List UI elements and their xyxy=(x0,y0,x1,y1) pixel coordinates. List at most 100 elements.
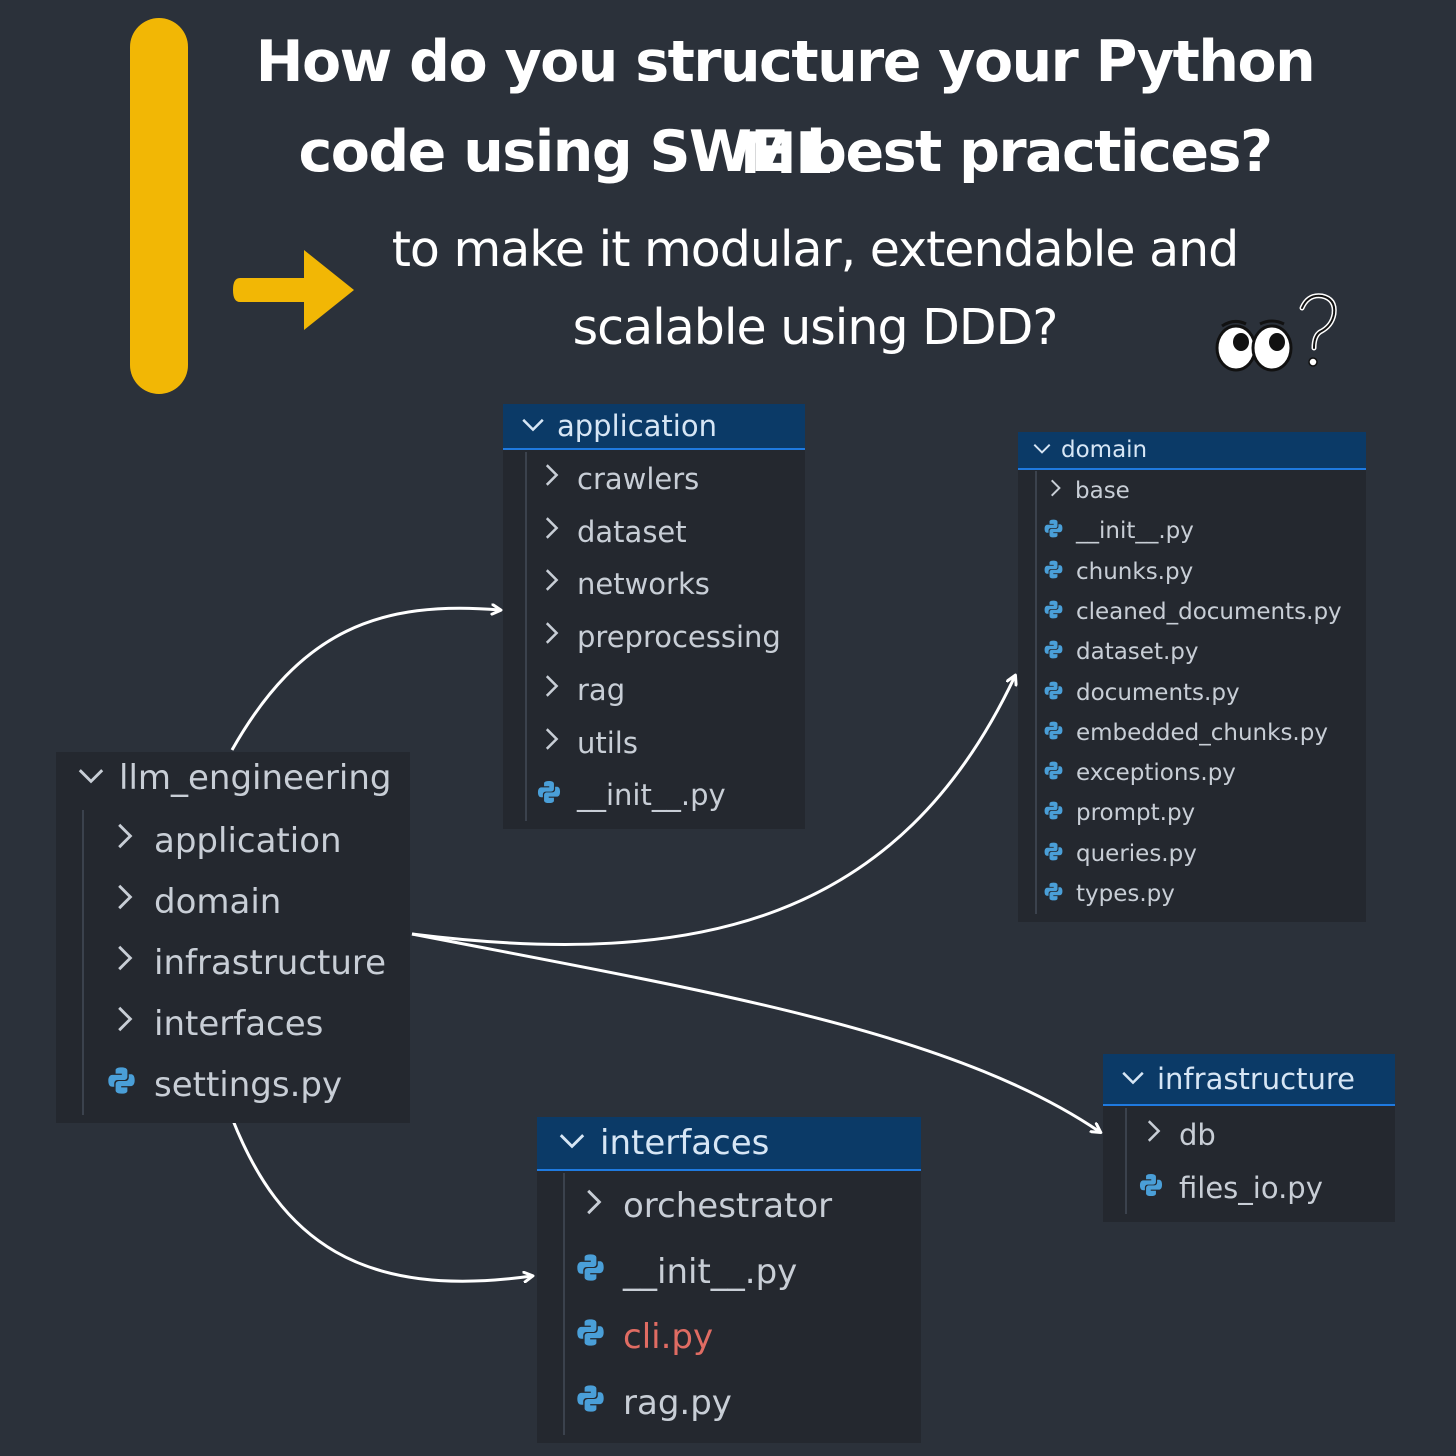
tree-panel-application: application crawlers dataset networks prepro… xyxy=(503,404,805,829)
tree-file-item[interactable]: __init__.py xyxy=(537,768,726,821)
chevron-right-icon xyxy=(537,619,565,654)
tree-file-item[interactable]: documents.py xyxy=(1044,673,1240,713)
tree-item-label: application xyxy=(154,820,342,861)
tree-item-label: rag.py xyxy=(623,1383,732,1423)
chevron-down-icon xyxy=(1119,1063,1147,1098)
tree-file-item[interactable]: chunks.py xyxy=(1044,552,1193,592)
tree-folder-application-header[interactable]: application xyxy=(503,404,805,450)
chevron-right-icon xyxy=(1139,1117,1167,1152)
tree-folder-domain-header[interactable]: domain xyxy=(1018,432,1366,470)
tree-indent-guide xyxy=(525,452,527,821)
tree-item-label: dataset xyxy=(577,514,687,549)
tree-folder-item[interactable]: rag xyxy=(537,663,625,716)
tree-folder-root-header[interactable]: llm_engineering xyxy=(56,752,410,804)
tree-folder-item[interactable]: dataset xyxy=(537,505,687,558)
tree-item-label: embedded_chunks.py xyxy=(1076,720,1328,746)
python-file-icon xyxy=(1043,639,1064,666)
tree-item-label: dataset.py xyxy=(1076,639,1199,665)
python-file-icon xyxy=(1043,599,1064,626)
tree-item-label: utils xyxy=(577,725,638,760)
tree-item-label: queries.py xyxy=(1076,841,1197,867)
chevron-right-icon xyxy=(108,942,140,983)
tree-folder-item[interactable]: base xyxy=(1044,471,1130,511)
tree-indent-guide xyxy=(82,810,84,1115)
tree-file-item[interactable]: queries.py xyxy=(1044,834,1197,874)
tree-folder-item[interactable]: application xyxy=(108,810,342,871)
tree-file-item[interactable]: types.py xyxy=(1044,874,1175,914)
tree-folder-item[interactable]: interfaces xyxy=(108,993,323,1054)
tree-folder-name: domain xyxy=(1061,437,1148,463)
tree-indent-guide xyxy=(1125,1108,1127,1214)
chevron-right-icon xyxy=(537,461,565,496)
tree-item-label: base xyxy=(1075,478,1130,504)
tree-file-item[interactable]: dataset.py xyxy=(1044,632,1198,672)
tree-item-label: cli.py xyxy=(623,1317,714,1357)
python-file-icon xyxy=(1043,518,1064,545)
subtitle-line-2: scalable using DDD? xyxy=(572,299,1059,356)
tree-folder-item[interactable]: utils xyxy=(537,716,638,769)
tree-file-item[interactable]: __init__.py xyxy=(577,1239,797,1305)
chevron-right-icon xyxy=(537,725,565,760)
eyes-question-icon xyxy=(1215,293,1337,372)
python-file-icon xyxy=(1043,800,1064,827)
tree-file-item[interactable]: settings.py xyxy=(108,1054,342,1115)
chevron-down-icon xyxy=(1031,437,1053,465)
tree-item-label: types.py xyxy=(1076,881,1175,907)
tree-item-label: crawlers xyxy=(577,461,700,496)
tree-folder-name: interfaces xyxy=(600,1123,770,1163)
tree-folder-item[interactable]: domain xyxy=(108,871,281,932)
tree-item-label: domain xyxy=(154,881,282,922)
tree-folder-item[interactable]: preprocessing xyxy=(537,610,781,663)
tree-folder-item[interactable]: crawlers xyxy=(537,452,699,505)
tree-file-item[interactable]: cli.py xyxy=(577,1304,713,1370)
tree-file-item[interactable]: embedded_chunks.py xyxy=(1044,713,1328,753)
python-file-icon xyxy=(1043,680,1064,707)
tree-file-item[interactable]: cleaned_documents.py xyxy=(1044,592,1342,632)
python-file-icon xyxy=(575,1317,606,1357)
tree-file-item[interactable]: __init__.py xyxy=(1044,511,1194,551)
python-file-icon xyxy=(106,1065,137,1105)
tree-item-label: settings.py xyxy=(154,1064,343,1105)
chevron-right-icon xyxy=(108,820,140,861)
python-file-icon xyxy=(1043,760,1064,787)
title-line-2: code using SWE best practices? xyxy=(298,119,1273,185)
subtitle-line-1: to make it modular, extendable and xyxy=(391,221,1240,278)
tree-file-item[interactable]: exceptions.py xyxy=(1044,753,1236,793)
arrow-to-infrastructure xyxy=(411,932,1100,1132)
accent-bar xyxy=(130,18,188,394)
tree-file-item[interactable]: files_io.py xyxy=(1139,1161,1323,1214)
python-file-icon xyxy=(575,1252,606,1292)
tree-item-label: __init__.py xyxy=(623,1252,798,1292)
tree-folder-item[interactable]: infrastructure xyxy=(108,932,386,993)
tree-file-item[interactable]: rag.py xyxy=(577,1370,732,1436)
tree-folder-item[interactable]: networks xyxy=(537,557,710,610)
python-file-icon xyxy=(1043,881,1064,908)
python-file-icon xyxy=(1138,1171,1164,1205)
python-file-icon xyxy=(1043,559,1064,586)
tree-item-label: networks xyxy=(577,566,710,601)
tree-indent-guide xyxy=(1035,471,1037,914)
chevron-right-icon xyxy=(537,566,565,601)
tree-indent-guide xyxy=(563,1173,565,1435)
chevron-right-icon xyxy=(108,881,140,922)
python-file-icon xyxy=(1043,720,1064,747)
tree-folder-item[interactable]: db xyxy=(1139,1108,1216,1161)
chevron-right-icon xyxy=(108,1003,140,1044)
tree-folder-interfaces-header[interactable]: interfaces xyxy=(537,1117,921,1171)
tree-file-item[interactable]: prompt.py xyxy=(1044,793,1195,833)
tree-folder-item[interactable]: orchestrator xyxy=(577,1173,832,1239)
tree-folder-infrastructure-header[interactable]: infrastructure xyxy=(1103,1054,1395,1106)
chevron-right-icon xyxy=(537,672,565,707)
chevron-right-icon xyxy=(1044,477,1066,505)
chevron-right-icon xyxy=(537,514,565,549)
chevron-right-icon xyxy=(577,1186,609,1227)
tree-item-label: preprocessing xyxy=(577,619,781,654)
tree-folder-name: infrastructure xyxy=(1157,1062,1355,1096)
tree-item-label: cleaned_documents.py xyxy=(1076,599,1342,625)
tree-item-label: prompt.py xyxy=(1076,800,1196,826)
tree-item-label: __init__.py xyxy=(1076,518,1194,544)
tree-item-label: rag xyxy=(577,672,626,707)
tree-item-label: infrastructure xyxy=(154,942,387,983)
